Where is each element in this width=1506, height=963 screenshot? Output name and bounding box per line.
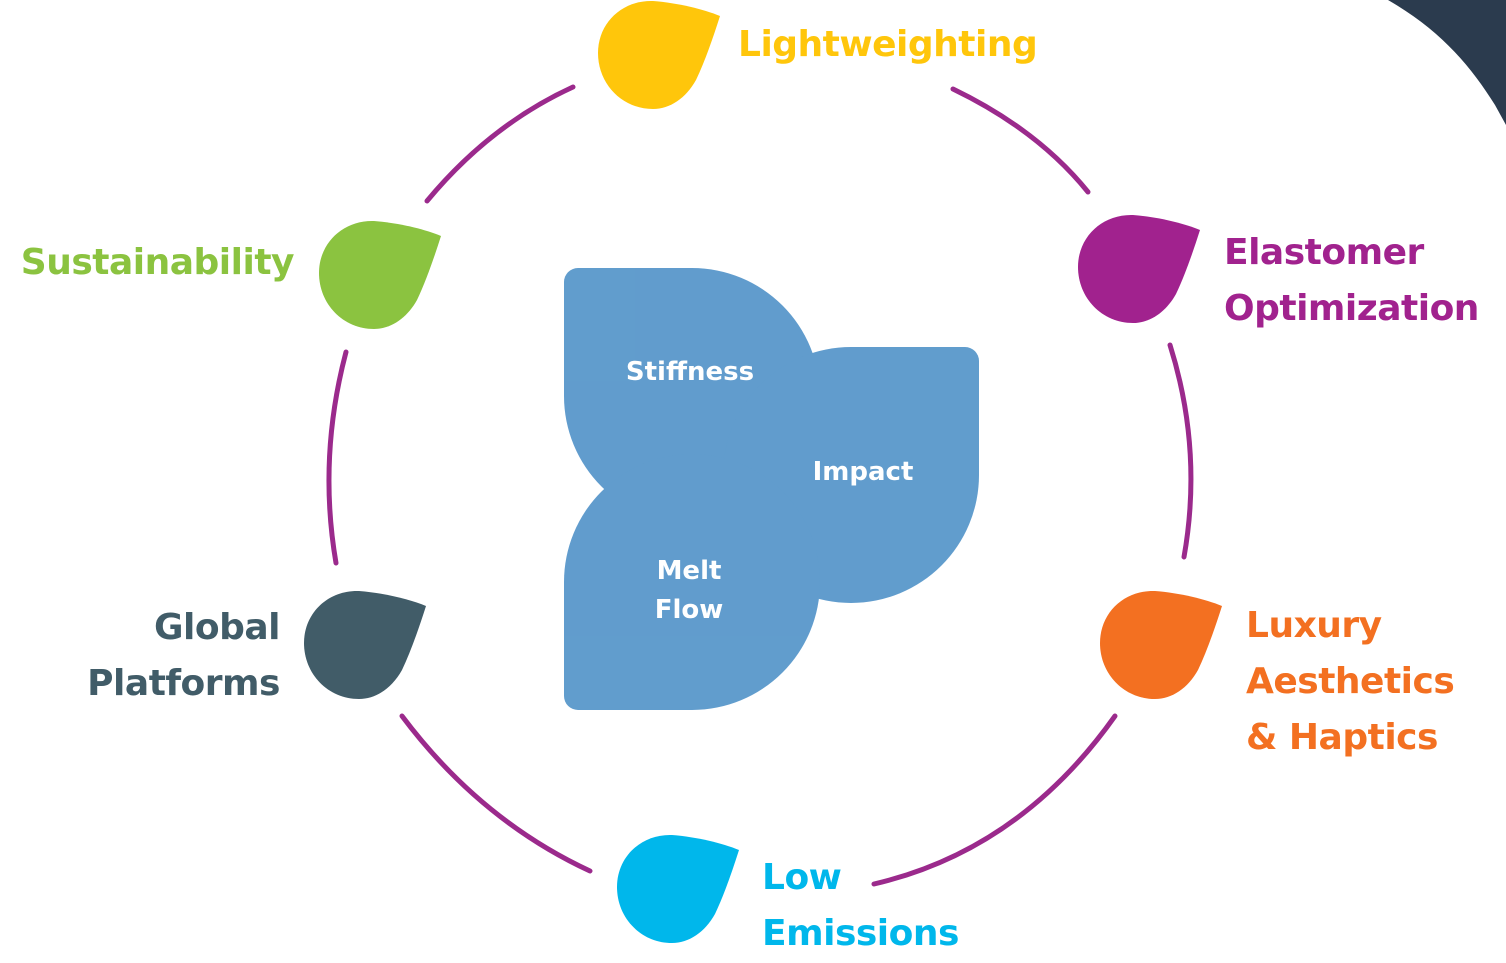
elastomer-drop-icon — [1078, 214, 1200, 323]
label-elastomer-optimization: Elastomer Optimization — [1224, 225, 1479, 337]
ring-arc-bottom-left — [399, 713, 593, 874]
label-line: Global — [153, 607, 281, 648]
label-sustainability: Sustainability — [20, 235, 295, 291]
label-melt-flow: Melt Flow — [619, 552, 759, 630]
ring-arc-left — [326, 349, 349, 566]
label-line: Emissions — [762, 913, 959, 954]
label-line: Flow — [654, 595, 724, 625]
label-line: Optimization — [1224, 288, 1479, 329]
label-line: Sustainability — [20, 242, 295, 283]
luxury-drop-icon — [1100, 590, 1222, 699]
label-impact: Impact — [793, 453, 933, 492]
label-stiffness: Stiffness — [620, 353, 760, 392]
label-line: Impact — [812, 457, 914, 487]
label-line: Low — [762, 857, 842, 898]
ring-arc-top-left — [424, 84, 576, 204]
label-low-emissions: Low Emissions — [762, 850, 959, 962]
global-platforms-drop-icon — [304, 590, 426, 699]
label-global-platforms: Global Platforms — [87, 600, 280, 712]
lightweighting-drop-icon — [598, 0, 720, 109]
label-line: Elastomer — [1224, 232, 1424, 273]
label-line: Luxury — [1246, 605, 1382, 646]
ring-arc-top-right — [950, 86, 1091, 195]
melt-flow-shape — [564, 454, 820, 710]
ring-arc-bottom-right — [871, 713, 1118, 887]
label-luxury-aesthetics-haptics: Luxury Aesthetics & Haptics — [1246, 598, 1455, 766]
properties-venn — [564, 268, 979, 710]
photo-corner — [1388, 0, 1506, 125]
label-line: Platforms — [87, 663, 280, 704]
label-lightweighting: Lightweighting — [738, 17, 1038, 73]
label-line: Aesthetics — [1246, 661, 1455, 702]
ring-arc-right — [1167, 342, 1194, 560]
connecting-ring — [326, 84, 1194, 887]
label-line: & Haptics — [1246, 717, 1438, 758]
label-line: Stiffness — [625, 357, 755, 387]
label-line: Melt — [656, 556, 722, 586]
sustainability-drop-icon — [319, 220, 441, 329]
low-emissions-drop-icon — [617, 834, 739, 943]
label-line: Lightweighting — [738, 24, 1038, 65]
